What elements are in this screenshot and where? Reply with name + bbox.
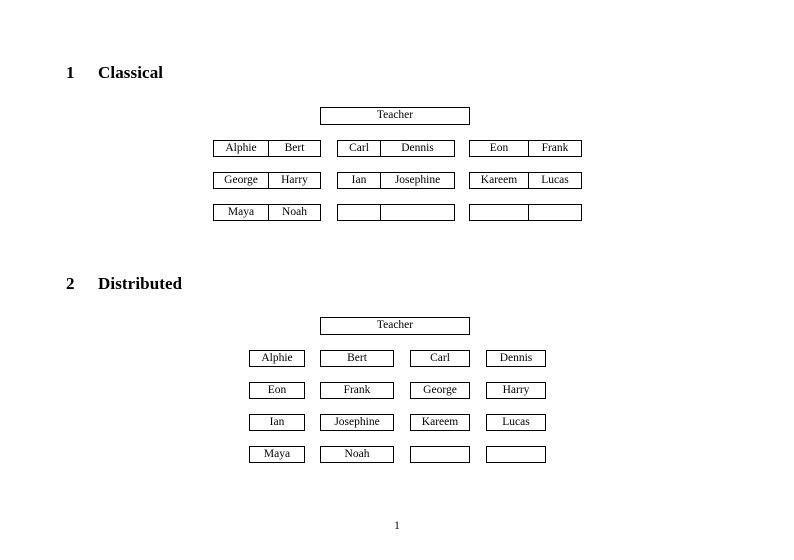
section-number: 2	[66, 274, 75, 293]
student-cell: Carl	[349, 141, 369, 154]
student-box-empty	[486, 446, 546, 463]
student-box: Eon	[249, 382, 305, 399]
teacher-box-classical: Teacher	[320, 107, 470, 125]
teacher-box-distributed: Teacher	[320, 317, 470, 335]
student-cell-empty	[380, 205, 454, 220]
student-box: Bert	[320, 350, 394, 367]
student-box: Carl	[410, 350, 470, 367]
student-box: Josephine	[320, 414, 394, 431]
student-pair-group	[337, 204, 455, 221]
student-box: Alphie	[249, 350, 305, 367]
student-cell-empty	[338, 205, 380, 220]
student-group-row: Carl Dennis	[337, 140, 455, 157]
student-pair-group: Maya Noah	[213, 204, 321, 221]
student-cell: Alphie	[225, 141, 257, 154]
student-group-row: Ian Josephine	[337, 172, 455, 189]
section-heading-distributed: 2 Distributed	[66, 274, 182, 294]
student-group-row-empty	[469, 204, 582, 221]
student-box: Harry	[486, 382, 546, 399]
section-title: Distributed	[98, 274, 183, 293]
student-box: Lucas	[486, 414, 546, 431]
student-cell: Maya	[227, 205, 255, 218]
student-box: Ian	[249, 414, 305, 431]
student-cell-empty	[528, 205, 581, 220]
student-pair-group: Carl Dennis	[337, 140, 455, 157]
student-pair-group: Alphie Bert	[213, 140, 321, 157]
student-box: George	[410, 382, 470, 399]
student-box: Maya	[249, 446, 305, 463]
student-box: Dennis	[486, 350, 546, 367]
student-cell: Lucas	[528, 173, 581, 188]
student-cell: Bert	[268, 141, 320, 156]
student-group-row: Eon Frank	[469, 140, 582, 157]
student-cell: Ian	[351, 173, 367, 186]
student-cell: Frank	[528, 141, 581, 156]
student-group-row: Alphie Bert	[213, 140, 321, 157]
student-box-empty	[410, 446, 470, 463]
student-cell: George	[224, 173, 258, 186]
student-pair-group: Kareem Lucas	[469, 172, 582, 189]
page-number: 1	[394, 520, 400, 532]
student-box: Kareem	[410, 414, 470, 431]
teacher-label: Teacher	[376, 319, 414, 332]
student-group-row: George Harry	[213, 172, 321, 189]
student-pair-group: Ian Josephine	[337, 172, 455, 189]
student-cell: Eon	[489, 141, 509, 154]
student-pair-group: George Harry	[213, 172, 321, 189]
section-heading-classical: 1 Classical	[66, 63, 163, 83]
student-box: Noah	[320, 446, 394, 463]
student-cell: Josephine	[380, 173, 454, 188]
student-pair-group	[469, 204, 582, 221]
student-group-row-empty	[337, 204, 455, 221]
student-cell: Kareem	[480, 173, 518, 186]
student-pair-group: Eon Frank	[469, 140, 582, 157]
student-cell: Noah	[268, 205, 320, 220]
student-cell: Harry	[268, 173, 320, 188]
student-group-row: Kareem Lucas	[469, 172, 582, 189]
section-number: 1	[66, 63, 75, 82]
teacher-label: Teacher	[376, 109, 414, 122]
student-cell: Dennis	[380, 141, 454, 156]
section-title: Classical	[98, 63, 164, 82]
student-group-row: Maya Noah	[213, 204, 321, 221]
student-box: Frank	[320, 382, 394, 399]
student-cell-empty	[470, 205, 528, 220]
